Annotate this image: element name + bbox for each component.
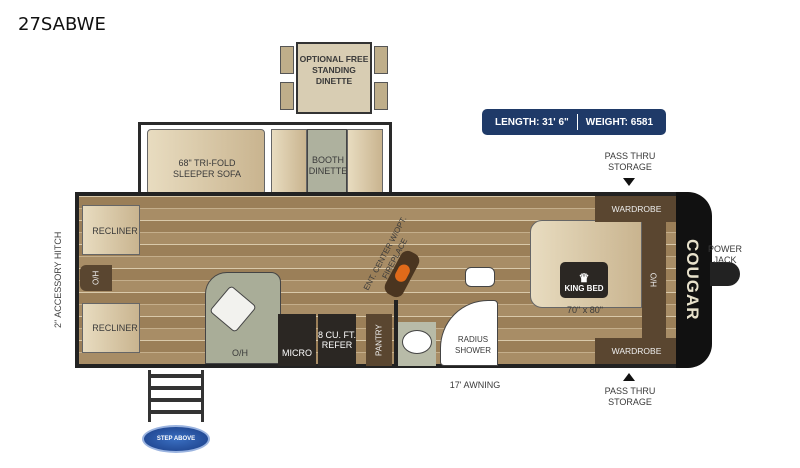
front-ho: H/O [642, 222, 666, 338]
power-jack-label: POWER JACK [707, 244, 742, 265]
booth-label: BOOTH DINETTE [308, 155, 348, 176]
power-jack-icon [710, 262, 740, 286]
microwave: MICRO [278, 314, 316, 366]
rear-oh: O/H [80, 265, 112, 291]
step-above-logo: STEP ABOVE [142, 425, 210, 453]
bed-size: 70" x 80" [567, 305, 603, 315]
slideout: 68" TRI-FOLD SLEEPER SOFA BOOTH DINETTE [138, 122, 392, 201]
optional-dinette: OPTIONAL FREE STANDING DINETTE [278, 42, 390, 114]
sofa-label: 68" TRI-FOLD SLEEPER SOFA [172, 158, 242, 179]
bathroom-sink-icon [402, 330, 432, 354]
wardrobe-top: WARDROBE [595, 196, 678, 222]
awning-label: 17' AWNING [449, 380, 501, 390]
arrow-down-icon [623, 178, 635, 186]
king-bed-label: KING BED [564, 284, 604, 293]
toilet-icon [465, 267, 495, 287]
pass-thru-top: PASS THRU STORAGE [604, 151, 656, 172]
recliner-top: RECLINER [92, 226, 138, 236]
entry-steps [148, 370, 204, 422]
bathroom [394, 300, 500, 366]
hitch-label: 2" ACCESSORY HITCH [53, 231, 63, 329]
front-cap [676, 192, 712, 368]
kitchen-oh: O/H [231, 348, 248, 358]
weight-spec: WEIGHT: 6581 [585, 116, 654, 128]
arrow-up-icon [623, 373, 635, 381]
model-title: 27SABWE [18, 14, 106, 35]
shower-label: RADIUS SHOWER [455, 335, 491, 355]
pantry: PANTRY [366, 314, 392, 366]
crown-icon: ♛ [578, 271, 590, 285]
optional-dinette-label: OPTIONAL FREE STANDING DINETTE [299, 54, 369, 86]
wardrobe-bottom: WARDROBE [595, 338, 678, 364]
length-spec: LENGTH: 31' 6" [494, 116, 569, 128]
recliner-bottom: RECLINER [92, 323, 138, 333]
spec-badge: LENGTH: 31' 6" WEIGHT: 6581 [482, 109, 666, 135]
step-above-text: STEP ABOVE [156, 436, 196, 442]
pass-thru-bottom: PASS THRU STORAGE [604, 386, 656, 407]
brand-logo: COUGAR [683, 239, 702, 321]
refrigerator: 8 CU. FT. REFER [318, 314, 356, 366]
